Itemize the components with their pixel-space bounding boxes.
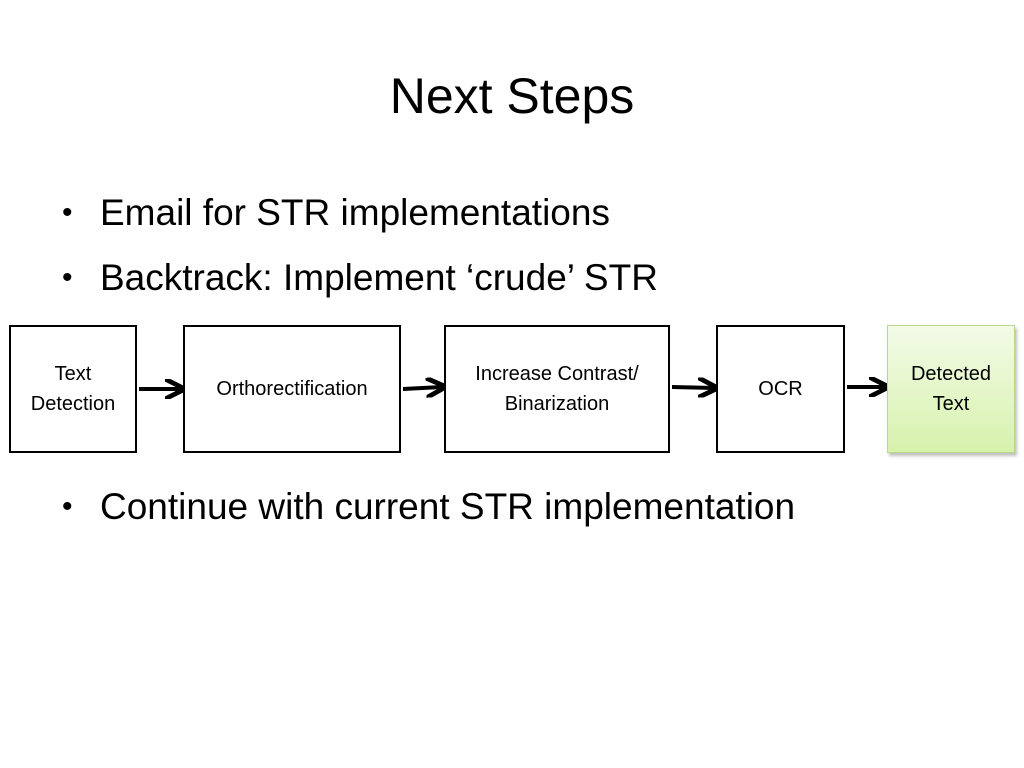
step-label-line: Text: [932, 393, 970, 415]
step-ocr: OCR: [716, 325, 845, 453]
bullet-item: • Backtrack: Implement ‘crude’ STR: [62, 253, 658, 303]
bullet-item: • Continue with current STR implementatio…: [62, 482, 795, 532]
arrow-2: [402, 387, 442, 389]
step-detected-text: Detected Text: [887, 325, 1015, 453]
bullet-dot-icon: •: [62, 261, 73, 294]
step-label: Text Detection: [31, 359, 116, 419]
step-label-line: Text: [54, 363, 92, 385]
bullet-dot-icon: •: [62, 490, 73, 523]
bullet-text: Continue with current STR implementation: [100, 486, 796, 527]
bullet-dot-icon: •: [62, 196, 73, 229]
bullet-item: • Email for STR implementations: [62, 188, 610, 238]
slide-title: Next Steps: [389, 68, 635, 124]
step-label-line: OCR: [758, 378, 803, 400]
step-label: Increase Contrast/ Binarization: [475, 359, 638, 419]
step-orthorectification: Orthorectification: [183, 325, 401, 453]
step-label: Orthorectification: [216, 374, 367, 404]
bullet-text: Email for STR implementations: [100, 192, 610, 233]
step-label-line: Detection: [30, 393, 116, 415]
step-label: OCR: [758, 374, 802, 404]
step-label-line: Increase Contrast/: [475, 363, 639, 385]
step-increase-contrast: Increase Contrast/ Binarization: [444, 325, 670, 453]
bullet-text: Backtrack: Implement ‘crude’ STR: [100, 257, 658, 298]
step-label-line: Orthorectification: [216, 378, 368, 400]
step-text-detection: Text Detection: [9, 325, 137, 453]
step-label: Detected Text: [911, 359, 991, 419]
arrow-3: [671, 387, 714, 388]
step-label-line: Detected: [910, 363, 992, 385]
step-label-line: Binarization: [504, 393, 610, 415]
